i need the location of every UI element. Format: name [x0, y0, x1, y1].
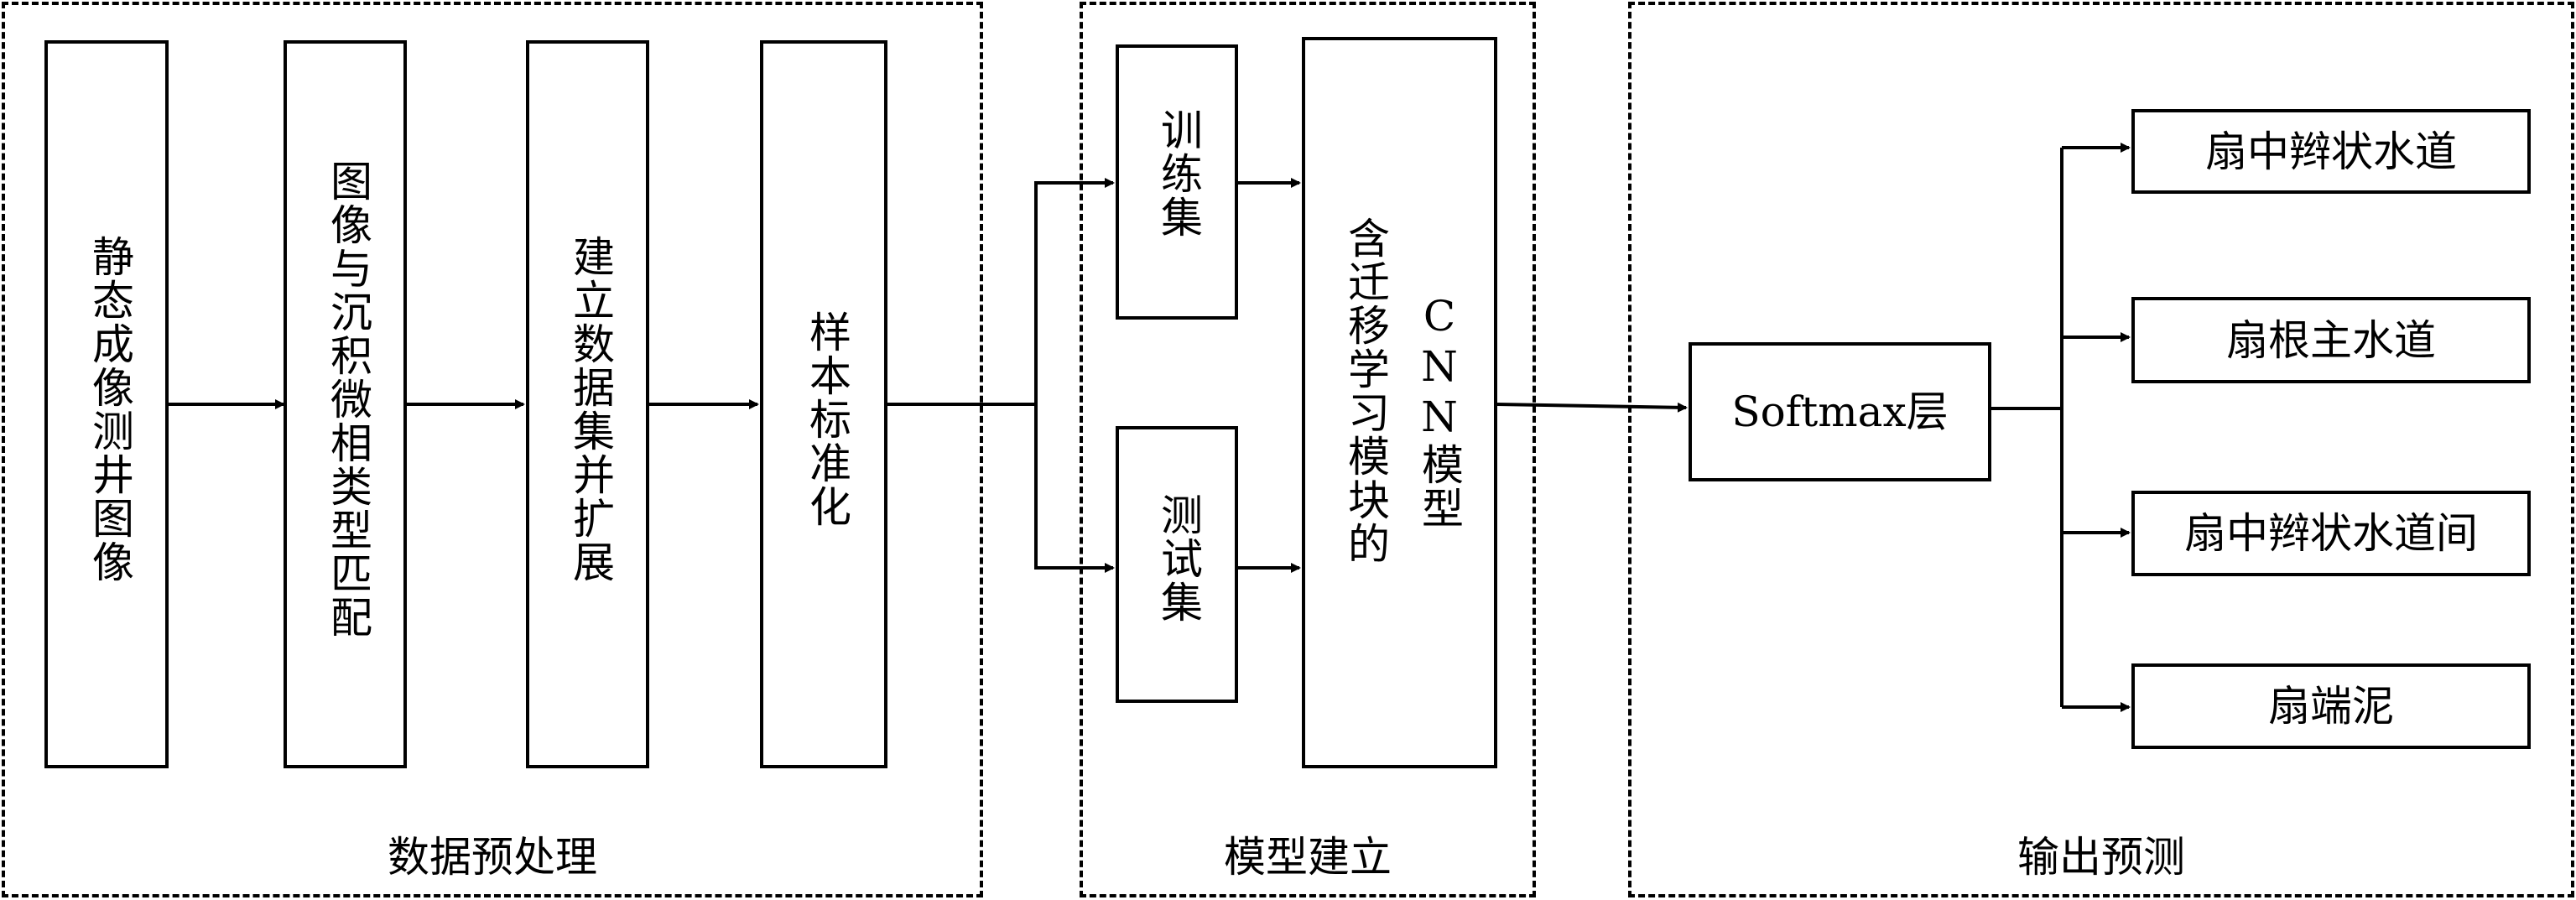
output-1: 扇中辫状水道	[2131, 109, 2531, 194]
step-dataset: 建立数据集并扩展	[526, 40, 649, 768]
cnn-model-label-line1: 含迁移学习模块的	[1341, 216, 1390, 565]
test-set-label: 测试集	[1154, 493, 1203, 624]
cnn-model-label-line2: CNN模型	[1415, 292, 1464, 530]
output-3: 扇中辫状水道间	[2131, 491, 2531, 576]
group-label-output: 输出预测	[2017, 833, 2185, 882]
step-dataset-label: 建立数据集并扩展	[566, 235, 615, 584]
softmax-layer-label: Softmax层	[1731, 388, 1949, 436]
group-model-build: 模型建立	[1080, 2, 1536, 897]
group-label-preprocess: 数据预处理	[388, 833, 597, 882]
output-3-label: 扇中辫状水道间	[2184, 509, 2478, 558]
group-preprocess: 数据预处理	[2, 2, 983, 897]
output-1-label: 扇中辫状水道	[2205, 127, 2457, 176]
train-set: 训练集	[1116, 44, 1238, 320]
output-4-label: 扇端泥	[2268, 682, 2394, 731]
step-match: 图像与沉积微相类型匹配	[284, 40, 407, 768]
group-output: 输出预测	[1628, 2, 2574, 897]
output-4: 扇端泥	[2131, 663, 2531, 749]
step-static-image: 静态成像测井图像	[44, 40, 169, 768]
cnn-model: 含迁移学习模块的 CNN模型	[1302, 37, 1497, 768]
train-set-label: 训练集	[1154, 108, 1203, 239]
step-static-image-label: 静态成像测井图像	[86, 235, 134, 584]
test-set: 测试集	[1116, 426, 1238, 703]
arrow-cnn-to-softmax	[1496, 402, 1688, 413]
step-normalize-label: 样本标准化	[803, 310, 851, 528]
output-2-label: 扇根主水道	[2226, 315, 2436, 365]
output-2: 扇根主水道	[2131, 297, 2531, 383]
step-match-label: 图像与沉积微相类型匹配	[324, 159, 372, 639]
group-label-model-build: 模型建立	[1224, 833, 1392, 882]
arrow-to-train	[1034, 178, 1115, 404]
softmax-layer: Softmax层	[1689, 342, 1991, 481]
arrow-to-test	[1034, 404, 1115, 573]
step-normalize: 样本标准化	[760, 40, 887, 768]
